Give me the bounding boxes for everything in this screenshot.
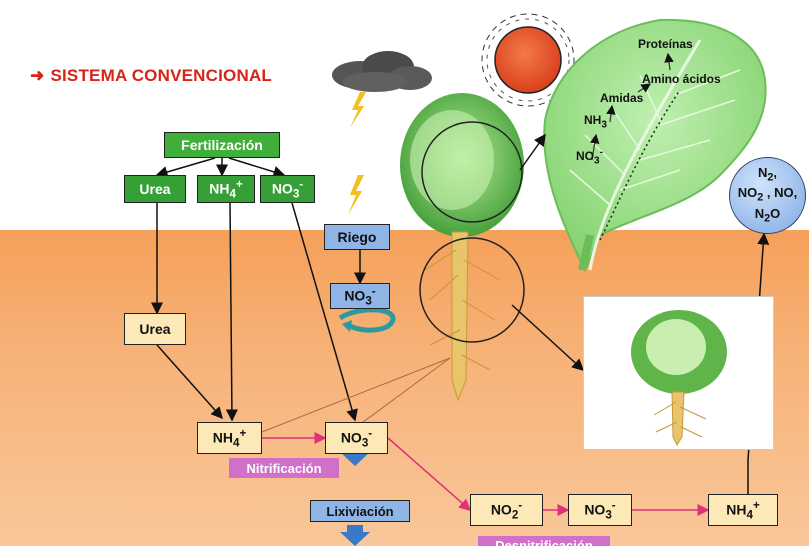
leaf-no3-label: NO3- xyxy=(576,147,603,167)
plant-photo-graphic xyxy=(631,310,727,447)
denitrification-label-box: Desnitrificación xyxy=(478,536,610,546)
leaf-illustration xyxy=(543,18,767,273)
gas-emissions-bubble: N2, NO2 , NO, N2O xyxy=(729,157,806,234)
no2-denit-box: NO2- xyxy=(470,494,543,526)
page-title: ➜ SISTEMA CONVENCIONAL xyxy=(30,66,272,86)
root-illustration xyxy=(419,231,525,402)
no3-denit-label: NO3- xyxy=(584,498,616,522)
no3-irrigation-label: NO3- xyxy=(344,284,376,308)
arrow-right-icon: ➜ xyxy=(30,66,45,85)
riego-box: Riego xyxy=(324,224,390,250)
irrigation-swirl-icon xyxy=(338,307,396,333)
uptake-lines xyxy=(261,357,451,433)
leaf-vein-dotted xyxy=(599,89,681,241)
nh4-denit-label: NH4+ xyxy=(726,498,760,522)
urea-fert-box: Urea xyxy=(124,175,186,203)
sun-icon xyxy=(481,13,575,107)
plant-photo xyxy=(583,296,774,450)
no3-fert-box: NO3- xyxy=(260,175,315,203)
nitrification-label-box: Nitrificación xyxy=(229,458,339,478)
transformation-arrows xyxy=(262,432,710,516)
nh4-soil-label: NH4+ xyxy=(212,426,247,450)
cloud-icon xyxy=(332,51,432,92)
urea-fert-label: Urea xyxy=(139,181,171,197)
leaching-box: Lixiviación xyxy=(310,500,410,522)
no2-denit-label: NO2- xyxy=(490,498,523,522)
riego-label: Riego xyxy=(337,229,377,245)
denitrification-label: Desnitrificación xyxy=(495,537,593,546)
nh4-soil-box: NH4+ xyxy=(197,422,262,454)
leaf-amino-label: Amino ácidos xyxy=(642,72,721,86)
urea-soil-label: Urea xyxy=(139,321,171,337)
fertilization-box: Fertilización xyxy=(164,132,280,158)
no3-soil-label: NO3- xyxy=(340,426,373,450)
fertilization-label: Fertilización xyxy=(181,137,263,153)
no3-irrigation-box: NO3- xyxy=(330,283,390,309)
lightning-icon xyxy=(348,92,366,215)
title-text: SISTEMA CONVENCIONAL xyxy=(50,66,272,85)
no3-denit-box: NO3- xyxy=(568,494,632,526)
no3-soil-box: NO3- xyxy=(325,422,388,454)
leaf-pathway-arrows xyxy=(589,52,674,161)
nh4-fert-box: NH4+ xyxy=(197,175,255,203)
plant-head-illustration xyxy=(400,93,524,237)
leaching-label: Lixiviación xyxy=(326,503,394,519)
zoom-leaf-line xyxy=(519,133,546,171)
leaf-proteinas-label: Proteínas xyxy=(638,37,693,51)
gas-line-3: N2O xyxy=(754,205,781,225)
nitrification-label: Nitrificación xyxy=(246,460,322,476)
leaching-arrow-icon xyxy=(340,445,370,546)
gas-line-1: N2, xyxy=(757,164,778,184)
nh4-denit-box: NH4+ xyxy=(708,494,778,526)
leaf-amidas-label: Amidas xyxy=(600,91,644,105)
nh4-fert-label: NH4+ xyxy=(209,177,243,201)
gas-line-2: NO2 , NO, xyxy=(737,185,798,204)
zoom-root-line xyxy=(511,304,585,372)
urea-soil-box: Urea xyxy=(124,313,186,345)
no3-fert-label: NO3- xyxy=(271,177,304,201)
leaf-nh3-label: NH3 xyxy=(584,113,607,131)
